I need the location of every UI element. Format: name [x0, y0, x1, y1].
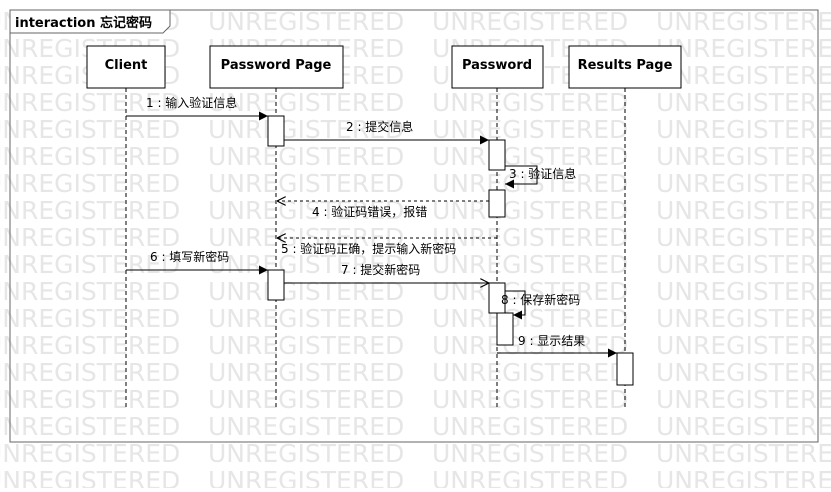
lifeline-label-password-page: Password Page — [221, 58, 332, 73]
lifeline-head-client[interactable] — [86, 45, 166, 89]
watermark-text: UNREGISTERED — [656, 88, 831, 117]
message-arrow-8[interactable] — [505, 290, 526, 320]
message-label-9: 9 : 显示结果 — [518, 334, 585, 348]
watermark-text: UNREGISTERED — [656, 466, 831, 488]
watermark-text: UNREGISTERED — [0, 223, 180, 252]
watermark-text: UNREGISTERED — [208, 277, 404, 306]
lifeline-head-password-page[interactable] — [209, 45, 344, 89]
watermark-text: UNREGISTERED — [656, 169, 831, 198]
frame-label-tab — [9, 9, 171, 34]
watermark-text: UNREGISTERED — [208, 115, 404, 144]
interaction-frame — [9, 9, 819, 443]
watermark-text: UNREGISTERED — [656, 385, 831, 414]
watermark-text: UNREGISTERED — [432, 466, 628, 488]
message-label-1: 1 : 输入验证信息 — [146, 95, 237, 110]
watermark: UNREGISTEREDUNREGISTEREDUNREGISTEREDUNRE… — [0, 7, 831, 492]
watermark-text: UNREGISTERED — [0, 304, 180, 333]
watermark-text: UNREGISTERED — [432, 304, 628, 333]
activation-password-2 — [488, 189, 506, 218]
watermark-text: UNREGISTERED — [0, 169, 180, 198]
activation-password-4 — [496, 312, 514, 346]
watermark-text: UNREGISTERED — [208, 358, 404, 387]
watermark-text: UNREGISTERED — [0, 88, 180, 117]
watermark-text: UNREGISTERED — [208, 7, 404, 36]
watermark-text: UNREGISTERED — [0, 331, 180, 360]
watermark-text: UNREGISTERED — [656, 7, 831, 36]
watermark-text: UNREGISTERED — [432, 385, 628, 414]
watermark-text: UNREGISTERED — [432, 88, 628, 117]
lifeline-label-results-page: Results Page — [578, 58, 673, 73]
watermark-text: UNREGISTERED — [208, 331, 404, 360]
watermark-text: UNREGISTERED — [656, 304, 831, 333]
lifeline-client[interactable]: Client — [86, 45, 166, 410]
lifeline-label-client: Client — [105, 58, 148, 73]
watermark-text: UNREGISTERED — [656, 61, 831, 90]
lifeline-results-page[interactable]: Results Page — [568, 45, 682, 410]
frame-label: interaction 忘记密码 — [15, 15, 152, 31]
activation-password-1 — [488, 139, 506, 171]
message-label-2: 2 : 提交信息 — [346, 119, 413, 134]
watermark-text: UNREGISTERED — [208, 304, 404, 333]
watermark-text: UNREGISTERED — [432, 115, 628, 144]
watermark-text: UNREGISTERED — [432, 331, 628, 360]
lifeline-label-password: Password — [462, 58, 532, 73]
watermark-text: UNREGISTERED — [208, 223, 404, 252]
watermark-text: UNREGISTERED — [432, 7, 628, 36]
message-label-5: 5 : 验证码正确，提示输入新密码 — [281, 241, 456, 256]
watermark-text: UNREGISTERED — [432, 223, 628, 252]
watermark-text: UNREGISTERED — [0, 439, 180, 468]
watermark-text: UNREGISTERED — [432, 358, 628, 387]
watermark-text: UNREGISTERED — [208, 250, 404, 279]
watermark-text: UNREGISTERED — [0, 196, 180, 225]
watermark-text: UNREGISTERED — [0, 277, 180, 306]
watermark-text: UNREGISTERED — [656, 223, 831, 252]
watermark-text: UNREGISTERED — [656, 277, 831, 306]
lifeline-head-results-page[interactable] — [568, 45, 682, 89]
watermark-text: UNREGISTERED — [208, 169, 404, 198]
message-arrow-3[interactable] — [505, 165, 538, 189]
activation-password-page-2 — [267, 269, 285, 301]
watermark-text: UNREGISTERED — [432, 196, 628, 225]
message-label-3: 3 : 验证信息 — [509, 166, 576, 181]
lifeline-head-password[interactable] — [451, 45, 544, 89]
message-label-8: 8 : 保存新密码 — [501, 292, 580, 307]
message-label-4: 4 : 验证码错误，报错 — [312, 204, 427, 219]
watermark-text: UNREGISTERED — [0, 412, 180, 441]
watermark-text: UNREGISTERED — [0, 115, 180, 144]
message-label-6: 6 : 填写新密码 — [150, 249, 229, 264]
watermark-text: UNREGISTERED — [0, 250, 180, 279]
watermark-text: UNREGISTERED — [656, 115, 831, 144]
watermark-text: UNREGISTERED — [208, 385, 404, 414]
watermark-text: UNREGISTERED — [208, 439, 404, 468]
watermark-text: UNREGISTERED — [0, 466, 180, 488]
watermark-text: UNREGISTERED — [432, 250, 628, 279]
watermark-text: UNREGISTERED — [208, 466, 404, 488]
watermark-text: UNREGISTERED — [208, 142, 404, 171]
watermark-text: UNREGISTERED — [656, 331, 831, 360]
activation-password-page-1 — [267, 115, 285, 147]
watermark-text: UNREGISTERED — [432, 277, 628, 306]
watermark-text: UNREGISTERED — [432, 412, 628, 441]
watermark-text: UNREGISTERED — [656, 412, 831, 441]
lifeline-password[interactable]: Password — [451, 45, 544, 410]
lifeline-password-page[interactable]: Password Page — [209, 45, 344, 410]
watermark-text: UNREGISTERED — [432, 439, 628, 468]
watermark-text: UNREGISTERED — [0, 385, 180, 414]
watermark-text: UNREGISTERED — [656, 196, 831, 225]
message-label-7: 7 : 提交新密码 — [341, 262, 420, 277]
watermark-text: UNREGISTERED — [656, 142, 831, 171]
watermark-text: UNREGISTERED — [656, 358, 831, 387]
activation-results-page — [616, 352, 634, 386]
watermark-text: UNREGISTERED — [0, 142, 180, 171]
watermark-text: UNREGISTERED — [208, 412, 404, 441]
watermark-text: UNREGISTERED — [0, 358, 180, 387]
watermark-text: UNREGISTERED — [656, 34, 831, 63]
watermark-text: UNREGISTERED — [656, 250, 831, 279]
watermark-text: UNREGISTERED — [656, 439, 831, 468]
watermark-text: UNREGISTERED — [208, 88, 404, 117]
